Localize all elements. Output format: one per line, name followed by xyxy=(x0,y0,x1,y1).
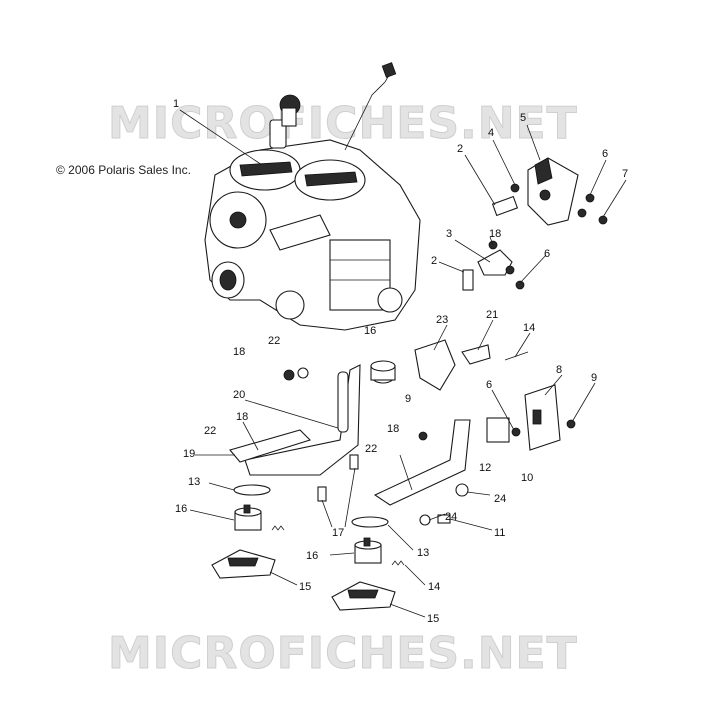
callout-18: 18 xyxy=(233,346,245,358)
callout-22: 22 xyxy=(204,425,216,437)
washer-22 xyxy=(297,367,309,379)
callout-6: 6 xyxy=(602,148,608,160)
callout-13: 13 xyxy=(188,476,200,488)
callout-14: 14 xyxy=(428,581,440,593)
callout-17: 17 xyxy=(332,527,344,539)
callout-5: 5 xyxy=(520,112,526,124)
callout-3: 3 xyxy=(446,228,452,240)
callout-18: 18 xyxy=(387,423,399,435)
callout-18: 18 xyxy=(489,228,501,240)
watermark-top: MICROFICHES.NET xyxy=(108,98,578,149)
block-10 xyxy=(486,417,510,443)
callout-15: 15 xyxy=(427,613,439,625)
callout-11: 11 xyxy=(494,527,505,539)
callout-4: 4 xyxy=(488,127,494,139)
rubber-mount-right xyxy=(354,537,382,564)
callout-6: 6 xyxy=(486,379,492,391)
callout-1: 1 xyxy=(173,98,179,110)
callout-2: 2 xyxy=(457,143,463,155)
spring-14b xyxy=(391,560,405,566)
callout-2: 2 xyxy=(431,255,437,267)
stud-17a xyxy=(349,454,359,470)
callout-9: 9 xyxy=(405,393,411,405)
callout-16: 16 xyxy=(364,325,376,337)
mount-bracket-right xyxy=(373,419,471,506)
stud-17b xyxy=(317,486,327,502)
callout-18: 18 xyxy=(236,411,248,423)
plates-group xyxy=(414,339,529,391)
callout-24: 24 xyxy=(494,493,506,505)
gasket-13a xyxy=(233,484,271,496)
foot-15b xyxy=(331,581,396,611)
upper-bracket-group xyxy=(491,157,608,226)
nut-9b xyxy=(418,431,428,441)
rubber-mount-left xyxy=(234,504,262,531)
callout-19: 19 xyxy=(183,448,195,460)
callout-16: 16 xyxy=(175,503,187,515)
nut-18 xyxy=(283,369,295,381)
spring-14a xyxy=(271,525,285,531)
callout-7: 7 xyxy=(622,168,628,180)
callout-24: 24 xyxy=(445,511,457,523)
callout-9: 9 xyxy=(591,372,597,384)
callout-6: 6 xyxy=(544,248,550,260)
callout-labels: 1 2 4 5 6 7 3 18 2 6 23 21 14 16 22 18 8… xyxy=(173,98,628,625)
watermark-bottom: MICROFICHES.NET xyxy=(108,628,578,679)
callout-8: 8 xyxy=(556,364,562,376)
gasket-13b xyxy=(351,516,389,528)
callout-10: 10 xyxy=(521,472,533,484)
callout-22: 22 xyxy=(268,335,280,347)
mount-hardware-group xyxy=(462,240,525,291)
callout-12: 12 xyxy=(479,462,491,474)
rubber-mount-top xyxy=(370,360,396,384)
callout-16: 16 xyxy=(306,550,318,562)
bushing-24a xyxy=(455,483,469,497)
foot-15a xyxy=(211,549,276,579)
callout-23: 23 xyxy=(436,314,448,326)
callout-13: 13 xyxy=(417,547,429,559)
engine-assembly xyxy=(204,62,421,331)
callout-15: 15 xyxy=(299,581,311,593)
mount-bracket-left xyxy=(229,364,361,476)
bracket-8 xyxy=(524,384,561,451)
leader-lines xyxy=(179,109,627,618)
callout-20: 20 xyxy=(233,389,245,401)
callout-21: 21 xyxy=(486,309,498,321)
callout-14: 14 xyxy=(523,322,535,334)
copyright-notice: © 2006 Polaris Sales Inc. xyxy=(56,163,191,177)
callout-22: 22 xyxy=(365,443,377,455)
bushing-24b xyxy=(419,514,431,526)
nut-9a xyxy=(566,419,576,429)
